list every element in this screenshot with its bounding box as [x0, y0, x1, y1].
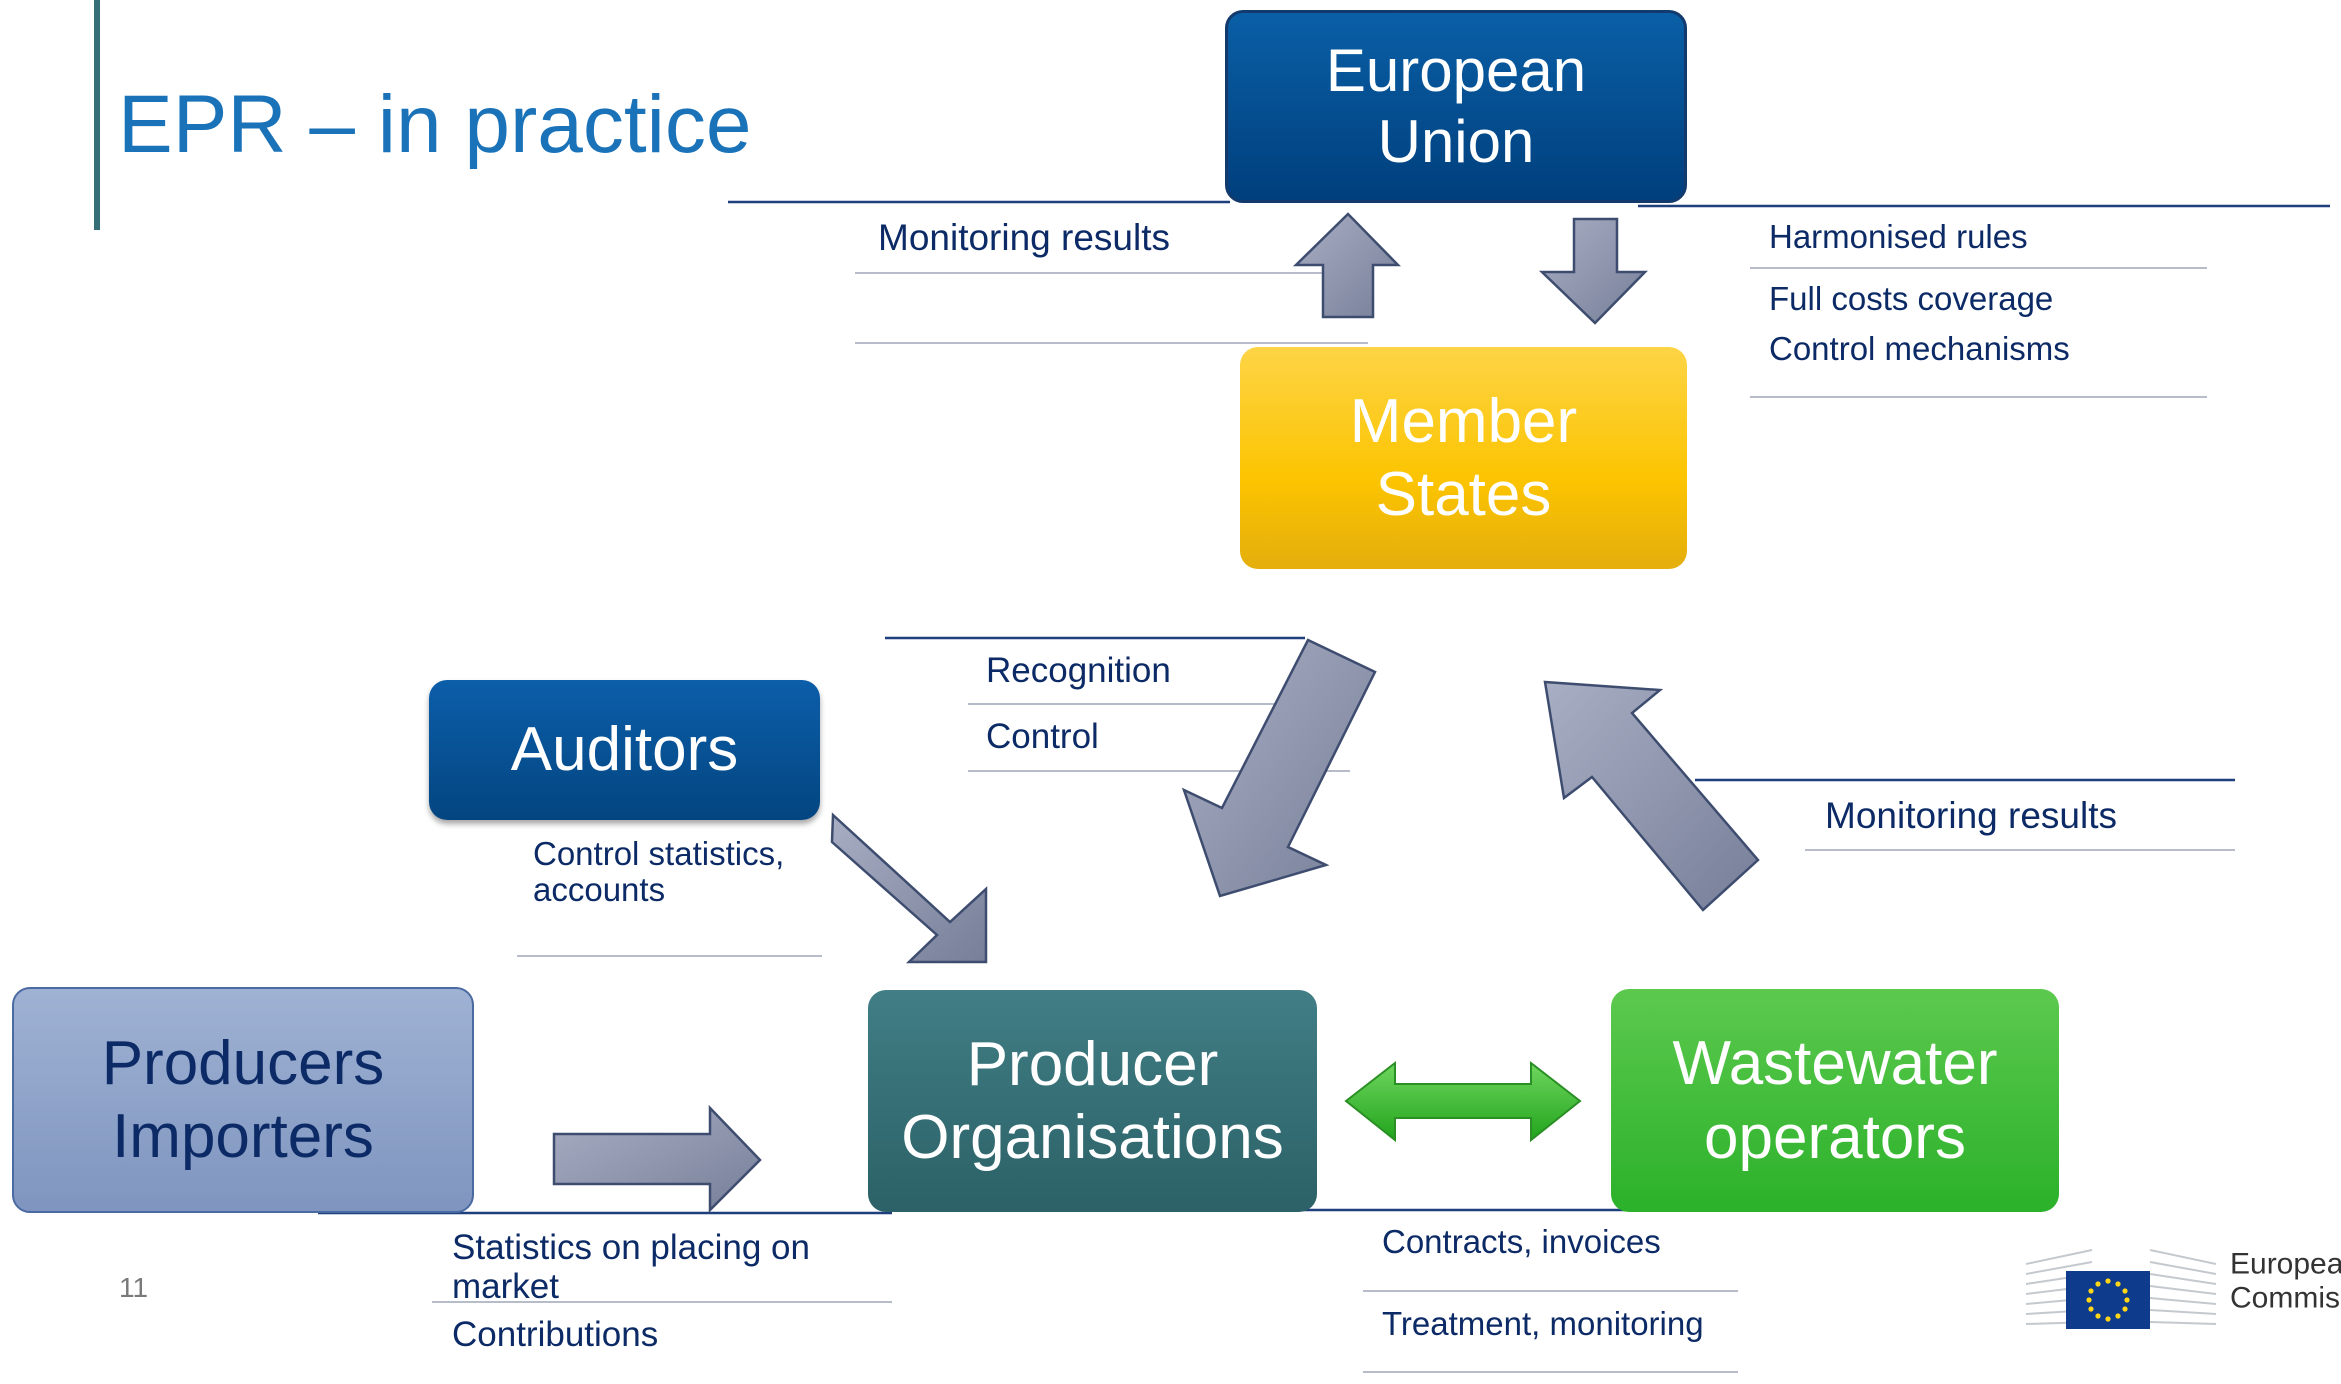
arrow-auditors-to-po — [830, 812, 988, 964]
node-label: Auditors — [510, 715, 739, 785]
label-monitoring-results-ms: Monitoring results — [1825, 795, 2118, 836]
label-contracts-invoices: Contracts, invoices — [1382, 1223, 1661, 1260]
title-accent-bar — [94, 0, 100, 230]
node-producer-organisations: Producer Organisations — [868, 990, 1317, 1212]
logo-line-2: Commission — [2230, 1281, 2341, 1314]
label-statistics-placing: Statistics on placing on market — [452, 1228, 810, 1306]
node-auditors: Auditors — [429, 680, 820, 820]
node-label: Member States — [1349, 386, 1578, 529]
node-member-states: Member States — [1240, 347, 1687, 569]
arrow-up-to-eu — [1292, 212, 1401, 319]
page-number: 11 — [119, 1272, 149, 1303]
logo-line-1: European — [2230, 1247, 2341, 1281]
page-title: EPR – in practice — [118, 79, 752, 170]
arrow-wastewater-to-member-states — [1543, 680, 1760, 912]
label-harmonised-rules: Harmonised rules — [1769, 218, 2028, 255]
arrow-producers-to-po — [552, 1104, 762, 1214]
label-control: Control — [986, 717, 1099, 756]
node-label: European Union — [1325, 36, 1587, 175]
node-european-union: European Union — [1225, 10, 1687, 203]
label-full-costs-coverage: Full costs coverage — [1769, 280, 2054, 317]
label-monitoring-results-eu: Monitoring results — [878, 217, 1171, 258]
label-recognition: Recognition — [986, 651, 1171, 690]
commission-building-icon — [2026, 1249, 2216, 1329]
node-wastewater-operators: Wastewater operators — [1611, 989, 2059, 1212]
node-producers-importers: Producers Importers — [12, 987, 474, 1213]
label-contributions: Contributions — [452, 1315, 659, 1354]
logo-text: European Commission — [2230, 1247, 2341, 1314]
label-control-statistics: Control statistics, accounts — [533, 835, 785, 909]
label-treatment-monitoring: Treatment, monitoring — [1382, 1305, 1704, 1342]
node-label: Producers Importers — [101, 1028, 385, 1171]
arrow-member-states-to-po — [1181, 638, 1377, 898]
european-commission-logo: European Commission — [2026, 1226, 2341, 1336]
node-label: Producer Organisations — [901, 1029, 1284, 1172]
arrow-down-to-member-states — [1538, 217, 1648, 325]
node-label: Wastewater operators — [1672, 1029, 1998, 1172]
label-control-mechanisms: Control mechanisms — [1769, 330, 2070, 367]
double-arrow-po-wastewater — [1344, 1060, 1582, 1143]
